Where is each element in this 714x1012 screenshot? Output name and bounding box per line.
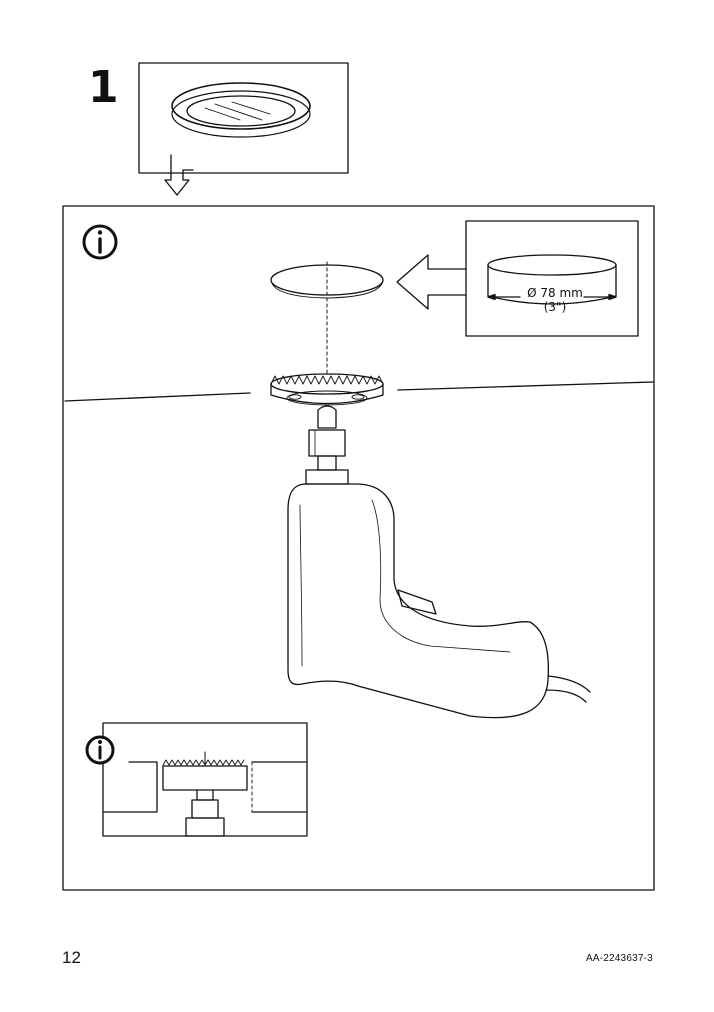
ceiling-line-right [397, 381, 654, 391]
dimension-label: Ø 78 mm (3") [505, 286, 605, 314]
hollow-arrow-down-icon [164, 154, 194, 196]
drill-chuck [305, 405, 349, 485]
page-number: 12 [62, 948, 81, 967]
dimension-callout [465, 220, 639, 337]
detail-cross-section [103, 751, 307, 837]
step-product-panel [138, 62, 349, 174]
ceiling-line-left [64, 392, 251, 402]
drill-body [287, 483, 591, 719]
detail-panel [102, 722, 308, 837]
spotlight-product [171, 82, 311, 138]
spotlight-disc-dimension [487, 254, 617, 305]
hollow-arrow-left-icon [396, 254, 467, 310]
main-panel [62, 205, 655, 891]
info-circle-icon [82, 224, 118, 260]
dimension-metric: Ø 78 mm [527, 286, 583, 300]
document-code: AA-2243637-3 [586, 953, 653, 964]
hole-saw [270, 373, 384, 406]
step-number: 1 [88, 62, 119, 113]
dimension-imperial: (3") [543, 300, 567, 314]
info-circle-icon-small [85, 735, 115, 765]
